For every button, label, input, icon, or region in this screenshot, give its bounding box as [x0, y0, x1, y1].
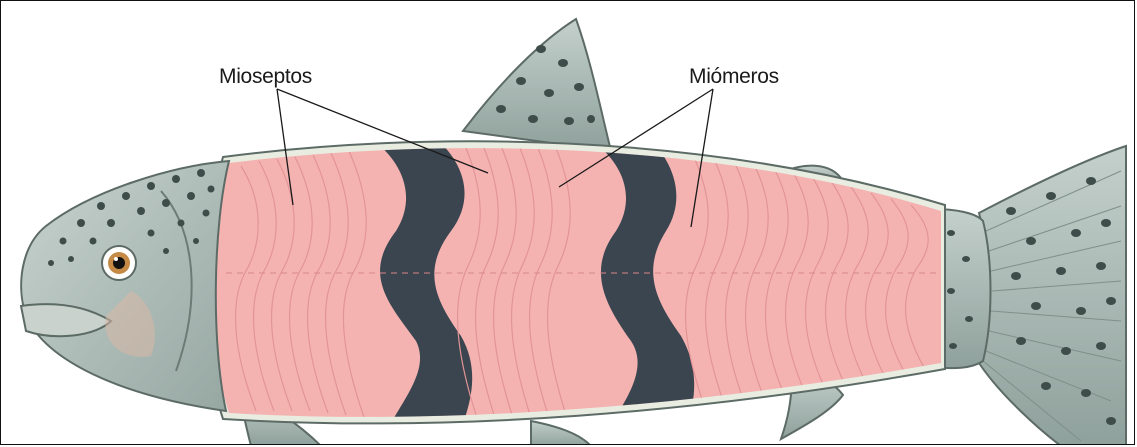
- label-mioseptos: Mioseptos: [219, 65, 312, 89]
- caudal-fin: [979, 146, 1126, 445]
- muscle-section: [201, 121, 961, 441]
- label-miomeros: Miómeros: [689, 65, 779, 89]
- pelvic-fin: [531, 421, 591, 445]
- dorsal-fin: [463, 19, 611, 151]
